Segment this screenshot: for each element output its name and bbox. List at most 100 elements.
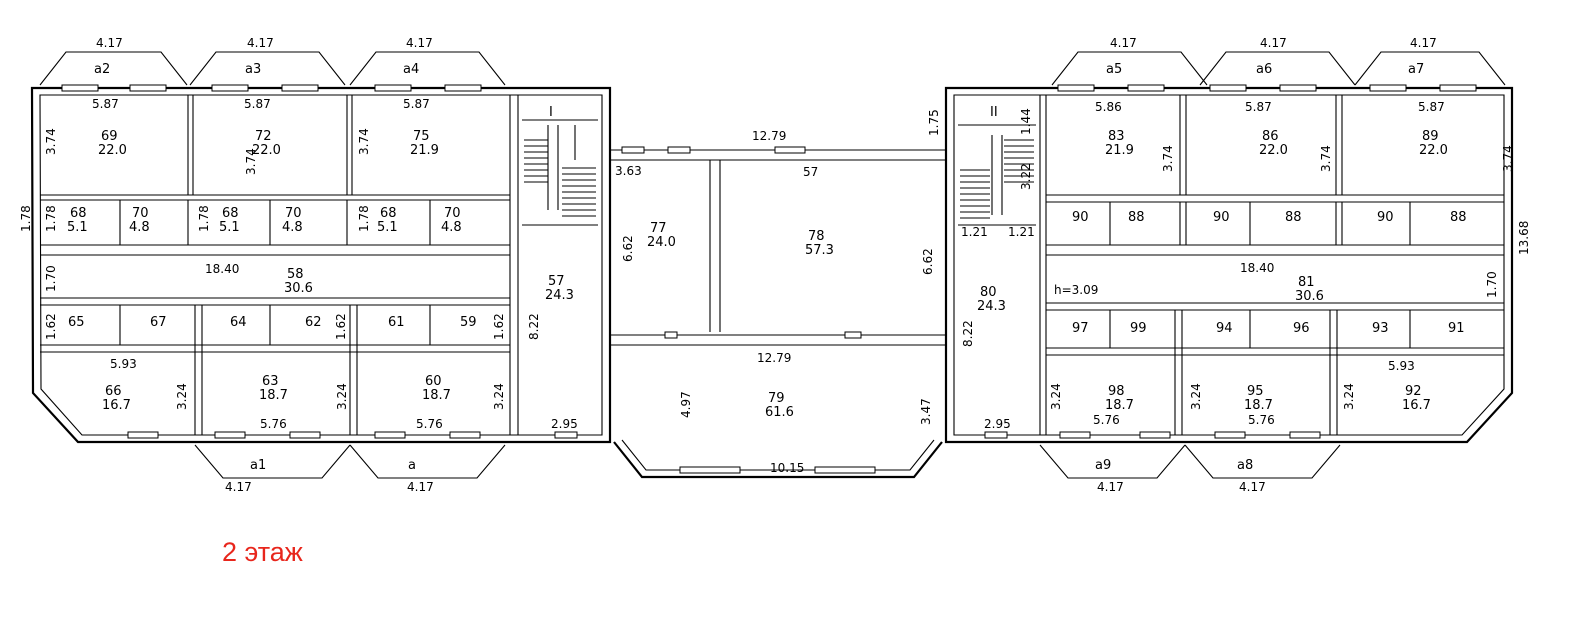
room-number: 78 — [808, 229, 825, 244]
wall-line — [958, 124, 1036, 226]
room-number: 90 — [1072, 210, 1089, 225]
window — [1439, 84, 1477, 92]
dimension-label: 4.97 — [679, 391, 693, 418]
room-area: 18.7 — [259, 388, 288, 403]
wall-line — [349, 51, 506, 86]
wall-line — [30, 86, 612, 444]
window — [774, 146, 806, 154]
room-area: 22.0 — [252, 143, 281, 158]
window — [289, 431, 321, 439]
wall-line — [189, 51, 346, 86]
dimension-label: 5.87 — [403, 97, 430, 111]
dimension-label: 2.95 — [551, 417, 578, 431]
window — [621, 146, 645, 154]
wall-line — [1179, 202, 1343, 245]
room-number: 94 — [1216, 321, 1233, 336]
window — [127, 431, 159, 439]
dimension-label: 3.74 — [244, 148, 258, 175]
room-number: 83 — [1108, 129, 1125, 144]
balcony-label: a9 — [1095, 458, 1111, 473]
dimension-label: 10.15 — [770, 461, 804, 475]
room-number: 86 — [1262, 129, 1279, 144]
dimension-label: 4.17 — [406, 36, 433, 50]
dimension-label: 3.74 — [44, 128, 58, 155]
wall-line — [1051, 51, 1208, 86]
dimension-label: 6.62 — [621, 235, 635, 262]
wall-line — [1046, 244, 1504, 256]
window — [211, 84, 249, 92]
dimension-label: 8.22 — [961, 320, 975, 347]
room-number: 93 — [1372, 321, 1389, 336]
balcony-label: a — [408, 458, 416, 473]
window — [61, 84, 99, 92]
dimension-label: 6.62 — [921, 248, 935, 275]
balcony-label: a2 — [94, 62, 110, 77]
room-area: 4.8 — [282, 220, 303, 235]
wall-line — [40, 297, 510, 306]
room-number: 92 — [1405, 384, 1422, 399]
window — [814, 466, 876, 474]
dimension-label: 18.40 — [1240, 261, 1274, 275]
wall-line — [194, 444, 351, 479]
stair-label: I — [549, 105, 553, 120]
dimension-label: 1.70 — [1485, 271, 1499, 298]
wall-line — [709, 160, 721, 332]
dimension-label: 3.22 — [1019, 163, 1033, 190]
room-number: 79 — [768, 391, 785, 406]
window — [1369, 84, 1407, 92]
dimension-label: 4.17 — [96, 36, 123, 50]
room-number: 63 — [262, 374, 279, 389]
room-number: 81 — [1298, 275, 1315, 290]
room-area: 24.0 — [647, 235, 676, 250]
wall-line — [194, 305, 358, 435]
walls — [30, 51, 1514, 479]
dimension-label: 3.74 — [1161, 145, 1175, 172]
room-number: 62 — [305, 315, 322, 330]
window — [1139, 431, 1171, 439]
dimension-label: 5.93 — [110, 357, 137, 371]
room-number: 69 — [101, 129, 118, 144]
room-area: 21.9 — [410, 143, 439, 158]
room-number: 61 — [388, 315, 405, 330]
room-number: 95 — [1247, 384, 1264, 399]
room-area: 5.1 — [67, 220, 88, 235]
wall-line — [1046, 347, 1504, 356]
room-number: 68 — [380, 206, 397, 221]
room-area: 30.6 — [1295, 289, 1324, 304]
dimension-label: 4.17 — [1410, 36, 1437, 50]
balcony-label: a1 — [250, 458, 266, 473]
room-number: 68 — [222, 206, 239, 221]
balcony-label: a5 — [1106, 62, 1122, 77]
room-area: 22.0 — [98, 143, 127, 158]
window — [129, 84, 167, 92]
room-area: 4.8 — [129, 220, 150, 235]
dimension-label: 5.87 — [1418, 100, 1445, 114]
dimension-label: 1.62 — [492, 313, 506, 340]
room-area: 22.0 — [1259, 143, 1288, 158]
window — [1127, 84, 1165, 92]
room-number: 75 — [413, 129, 430, 144]
room-number: 88 — [1450, 210, 1467, 225]
room-number: 65 — [68, 315, 85, 330]
dimension-label: 4.17 — [407, 480, 434, 494]
dimension-label: 5.76 — [260, 417, 287, 431]
window — [844, 331, 862, 339]
room-number: 70 — [132, 206, 149, 221]
dimension-label: 1.62 — [44, 313, 58, 340]
window — [554, 431, 578, 439]
room-number: 72 — [255, 129, 272, 144]
room-area: 4.8 — [441, 220, 462, 235]
window — [444, 84, 482, 92]
wall-line — [522, 119, 598, 226]
dimension-label: 1.78 — [19, 205, 33, 232]
room-number: 66 — [105, 384, 122, 399]
dimension-label: 5.87 — [1245, 100, 1272, 114]
dimension-label: 5.87 — [244, 97, 271, 111]
dimension-label: 57 — [803, 165, 818, 179]
dimension-label: 8.22 — [527, 313, 541, 340]
dimension-label: 5.86 — [1095, 100, 1122, 114]
wall-line — [349, 444, 506, 479]
wall-line — [509, 95, 519, 435]
wall-line — [119, 305, 431, 345]
dimension-label: 12.79 — [757, 351, 791, 365]
